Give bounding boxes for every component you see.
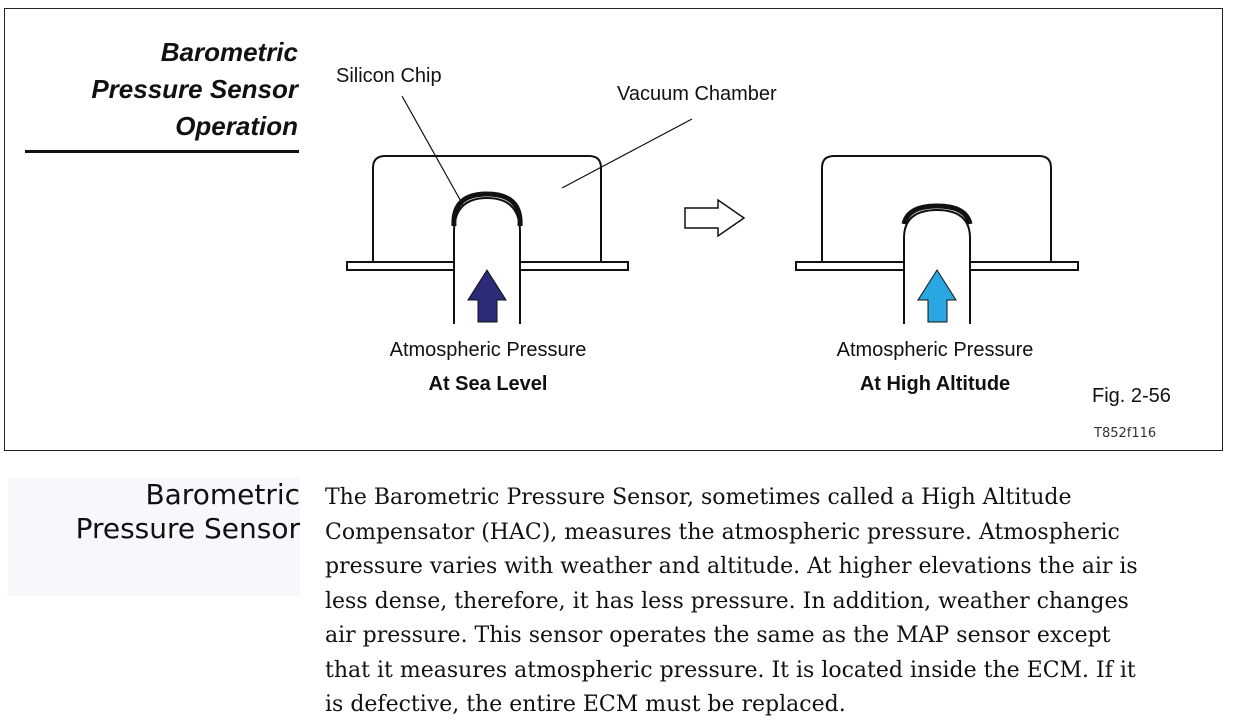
high-altitude-condition-label: At High Altitude — [859, 373, 1011, 395]
high-altitude-housing — [821, 155, 1052, 262]
sea-level-silicon-chip — [451, 191, 523, 227]
sea-level-sensor — [346, 95, 693, 324]
body-line-7: is defective, the entire ECM must be rep… — [325, 692, 846, 717]
sea-level-condition-label: At Sea Level — [428, 373, 548, 395]
body-line-3: pressure varies with weather and altitud… — [325, 554, 1138, 579]
figure-heading-line-2: Pressure Sensor — [91, 74, 298, 104]
sea-level-housing — [372, 155, 602, 262]
figure-frame — [4, 8, 1223, 451]
section-heading-line-2: Pressure Sensor — [75, 512, 300, 545]
transition-arrow-icon — [684, 198, 746, 238]
heading-underline — [25, 150, 299, 153]
silicon-chip-label: Silicon Chip — [336, 65, 442, 87]
body-line-5: air pressure. This sensor operates the s… — [325, 623, 1111, 648]
figure-number: Fig. 2-56 — [1092, 385, 1171, 407]
section-heading-line-1: Barometric — [145, 478, 300, 511]
vacuum-chamber-leader-line — [561, 118, 693, 189]
sea-level-pressure-label: Atmospheric Pressure — [389, 339, 587, 361]
silicon-chip-leader-line — [401, 95, 464, 206]
sensor-diagram — [346, 95, 1079, 324]
section-body: The Barometric Pressure Sensor, sometime… — [325, 481, 1220, 723]
figure-heading-line-1: Barometric — [160, 37, 298, 67]
sea-level-pressure-arrow — [467, 269, 507, 323]
figure-code: T852f116 — [1094, 426, 1157, 441]
high-altitude-silicon-chip — [901, 203, 973, 225]
body-line-6: that it measures atmospheric pressure. I… — [325, 657, 1136, 683]
figure-heading: Barometric Pressure Sensor Operation — [24, 34, 298, 145]
body-line-2: Compensator (HAC), measures the atmosphe… — [325, 519, 1120, 545]
vacuum-chamber-label: Vacuum Chamber — [617, 83, 777, 105]
high-altitude-pressure-arrow — [917, 269, 957, 323]
body-line-4: less dense, therefore, it has less press… — [325, 588, 1129, 614]
figure-heading-line-3: Operation — [175, 111, 298, 141]
section-heading: Barometric Pressure Sensor — [8, 478, 300, 596]
body-line-1: The Barometric Pressure Sensor, sometime… — [325, 485, 1072, 510]
high-altitude-pressure-label: Atmospheric Pressure — [836, 339, 1034, 361]
